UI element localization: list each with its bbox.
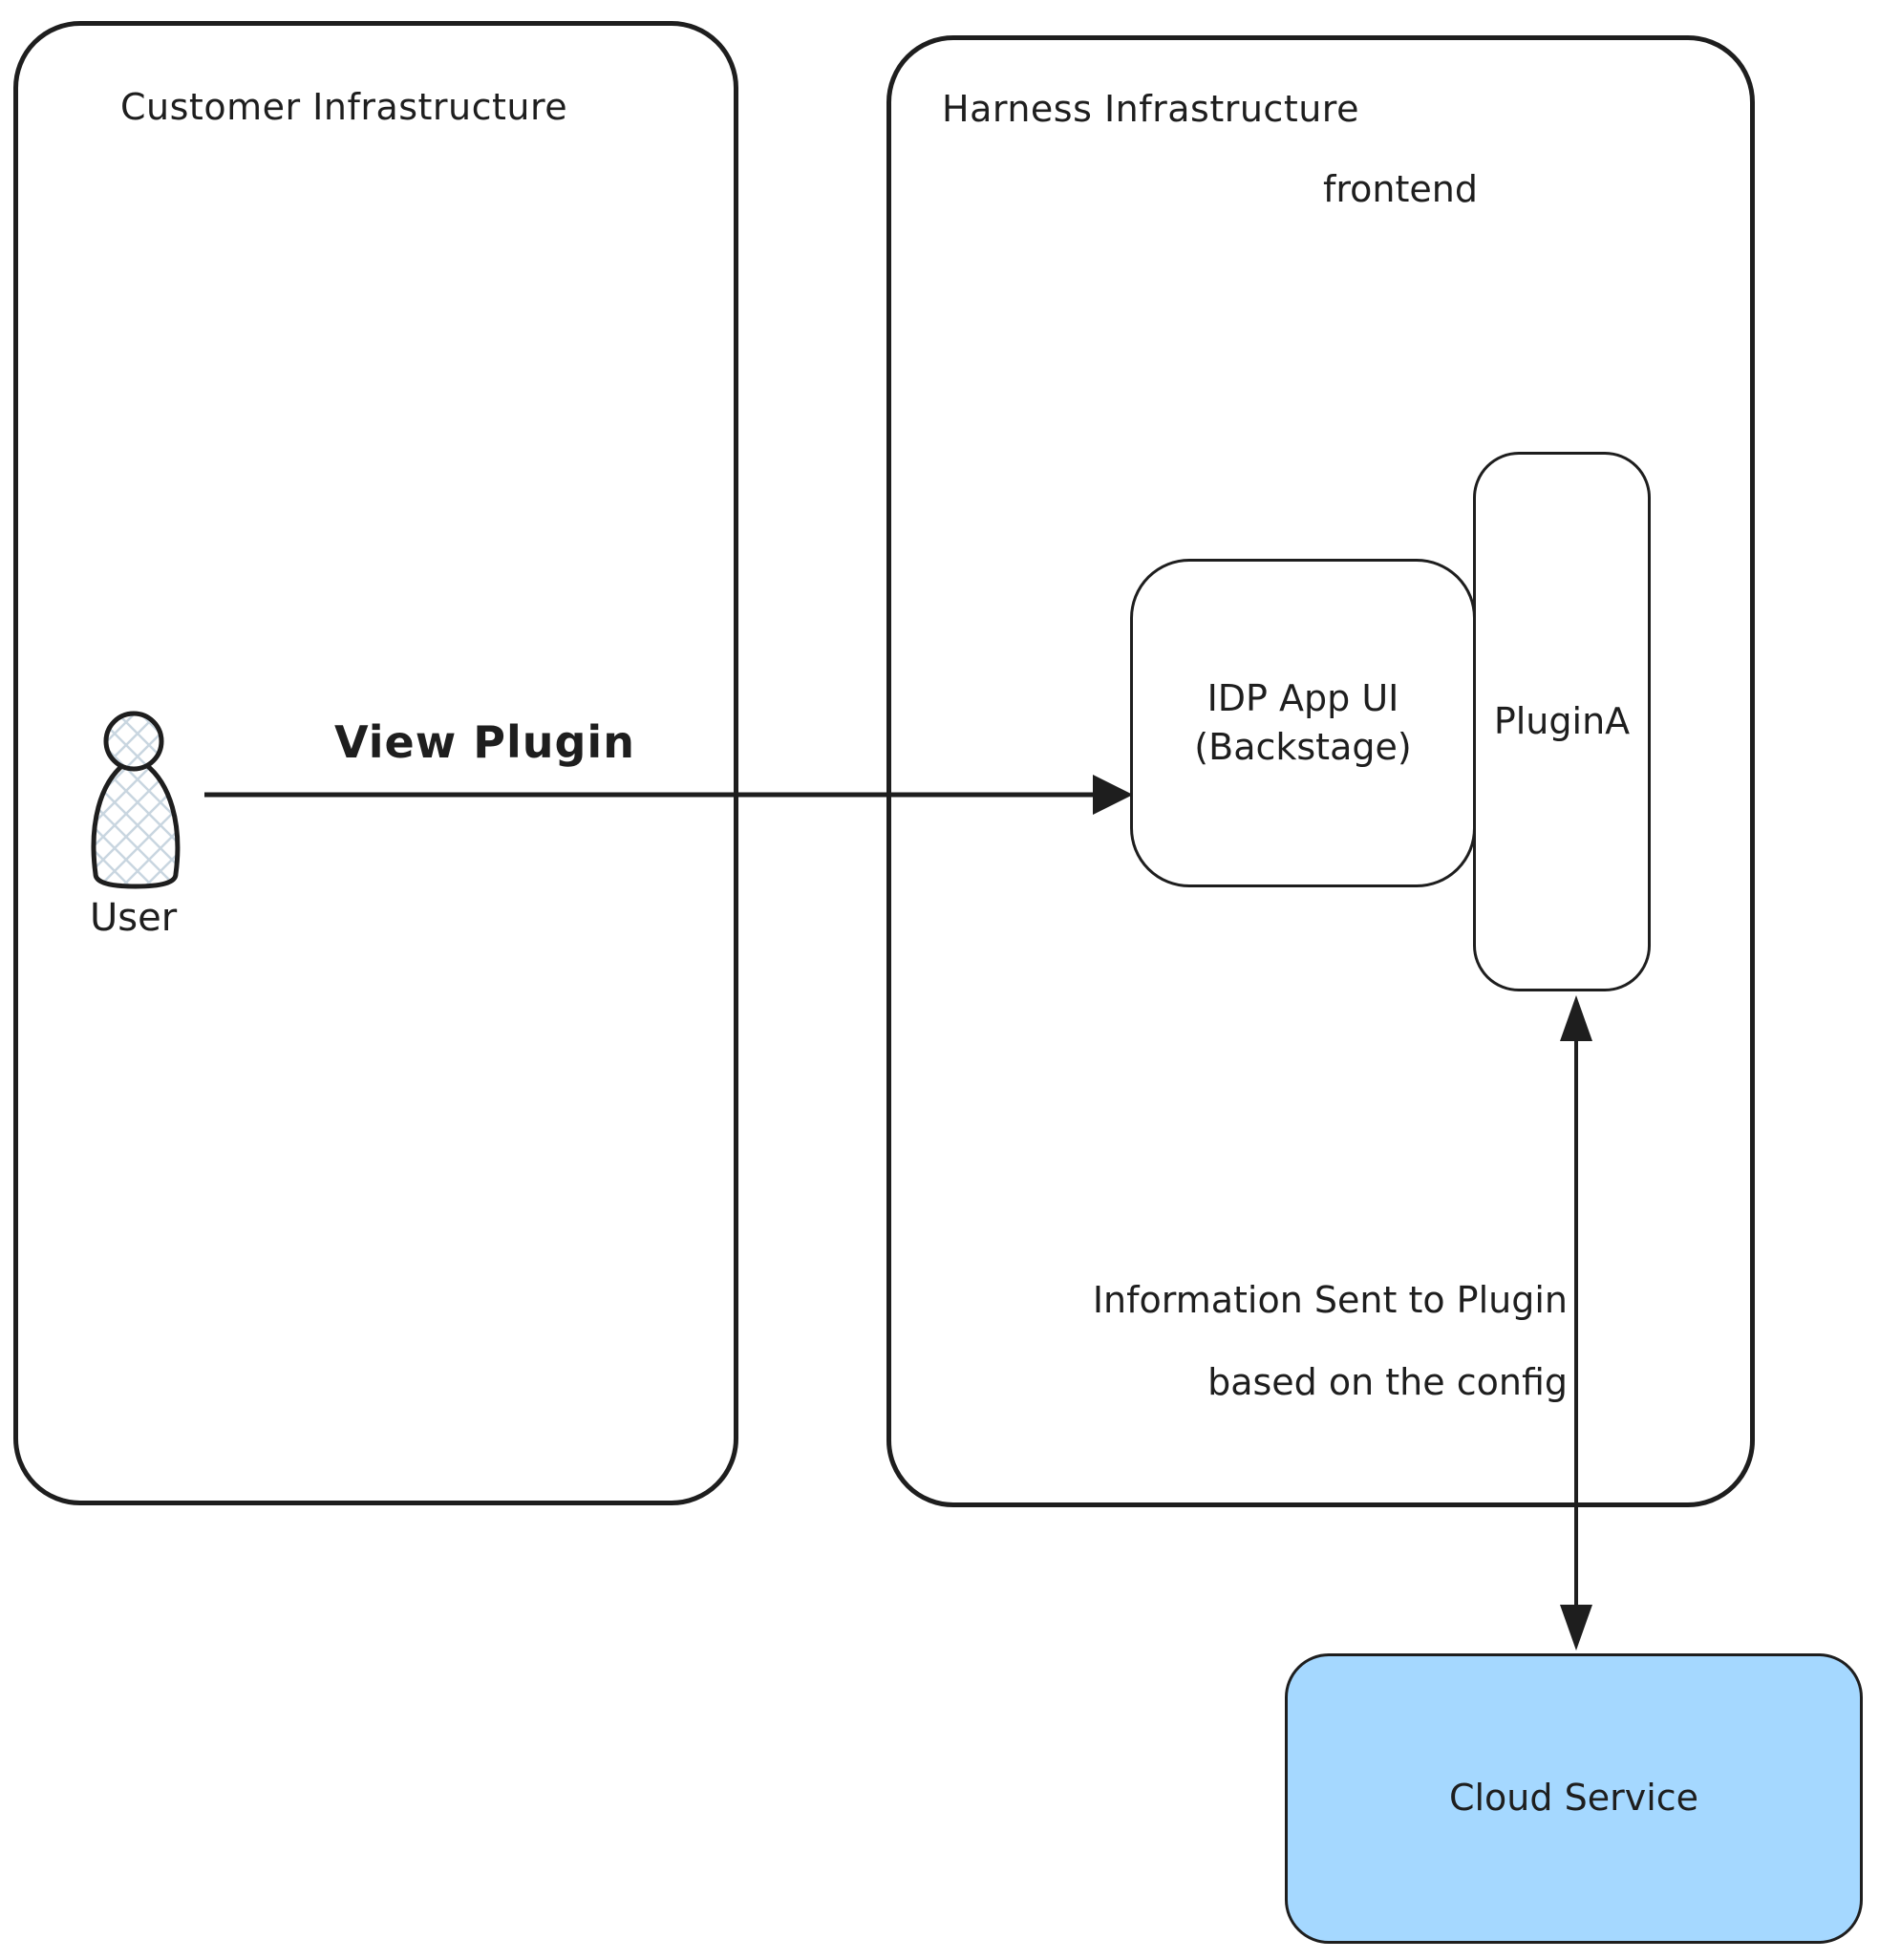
cloud-service-label: Cloud Service [1448,1777,1699,1820]
idp-app-ui-label-line1: IDP App UI [1206,676,1399,719]
idp-app-ui-label: IDP App UI (Backstage) [1194,674,1411,773]
info-sent-edge-label: Information Sent to Plugin based on the … [1093,1259,1568,1423]
idp-app-ui-label-line2: (Backstage) [1194,726,1412,768]
idp-app-ui-node: IDP App UI (Backstage) [1130,559,1476,887]
cloud-service-node: Cloud Service [1285,1653,1863,1944]
customer-infrastructure-title: Customer Infrastructure [120,86,568,128]
user-label: User [90,896,178,940]
info-sent-edge-label-line1: Information Sent to Plugin [1092,1279,1568,1321]
harness-infrastructure-box: Harness Infrastructure frontend [886,35,1755,1507]
plugin-a-label: PluginA [1493,699,1631,742]
harness-infrastructure-title: Harness Infrastructure [942,88,1359,130]
view-plugin-edge-label: View Plugin [334,716,635,768]
info-sent-edge-label-line2: based on the config [1207,1361,1568,1403]
customer-infrastructure-box: Customer Infrastructure [13,21,738,1505]
plugin-a-node: PluginA [1473,452,1651,991]
frontend-label: frontend [1323,168,1478,210]
